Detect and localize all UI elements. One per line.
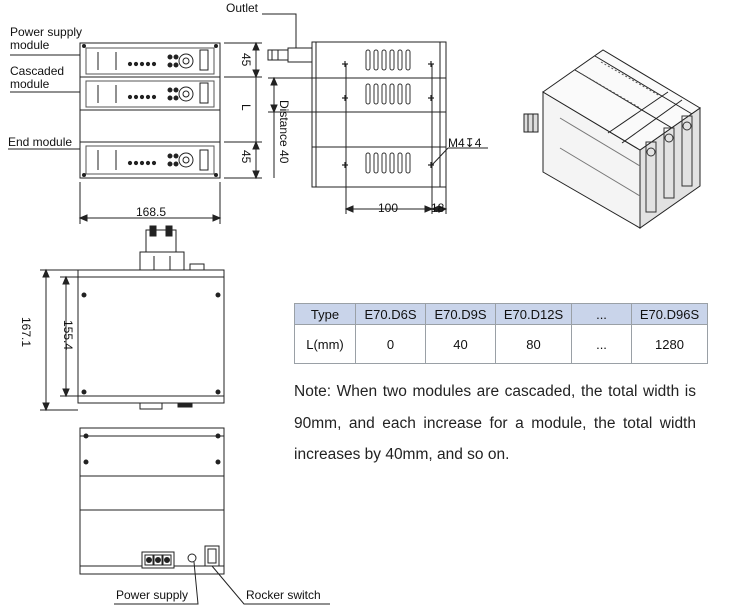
cascaded-module-face [85,80,215,108]
rocker-switch-label: Rocker switch [246,588,321,602]
table-header-cell: E70.D96S [631,303,708,325]
dim-width-front: 168.5 [136,205,167,219]
dim-depth-100: 100 [378,201,399,215]
table-header-cell: E70.D9S [425,303,496,325]
dim-distance-40: Distance 40 [277,100,291,164]
dim-L: L [239,104,253,111]
table-header-row: Type E70.D6S E70.D9S E70.D12S ... E70.D9… [294,303,708,325]
dim-167-1: 167.1 [19,317,33,348]
table-header-cell: E70.D6S [355,303,426,325]
table-cell: 1280 [631,324,708,364]
power-supply-module-label: Power supply module [10,25,83,52]
table-cell: L(mm) [294,324,356,364]
table-cell: 80 [495,324,572,364]
cascaded-module-label: Cascaded module [10,64,65,91]
dim-45-bottom: 45 [239,150,253,164]
outlet-label: Outlet [226,1,259,15]
end-module-label: End module [8,135,73,149]
end-module-face [85,145,215,175]
power-supply-module-face [85,47,215,75]
table-cell: 40 [425,324,496,364]
model-width-table: Type E70.D6S E70.D9S E70.D12S ... E70.D9… [294,303,708,364]
side-view [262,13,488,214]
table-header-cell: ... [571,303,632,325]
power-supply-label: Power supply [116,588,189,602]
table-header-cell: E70.D12S [495,303,572,325]
dim-45-top: 45 [239,53,253,67]
top-view [40,225,225,412]
table-row: L(mm) 0 40 80 ... 1280 [294,324,708,364]
dim-screw: M4↧4 [448,136,482,150]
bottom-view [79,427,330,605]
table-cell: 0 [355,324,426,364]
front-view [8,41,262,224]
dim-155-4: 155.4 [61,320,75,351]
table-header-cell: Type [294,303,356,325]
isometric-view [523,49,701,229]
table-cell: ... [571,324,632,364]
dim-depth-18: 18 [431,201,445,215]
cascade-note: Note: When two modules are cascaded, the… [294,383,696,463]
